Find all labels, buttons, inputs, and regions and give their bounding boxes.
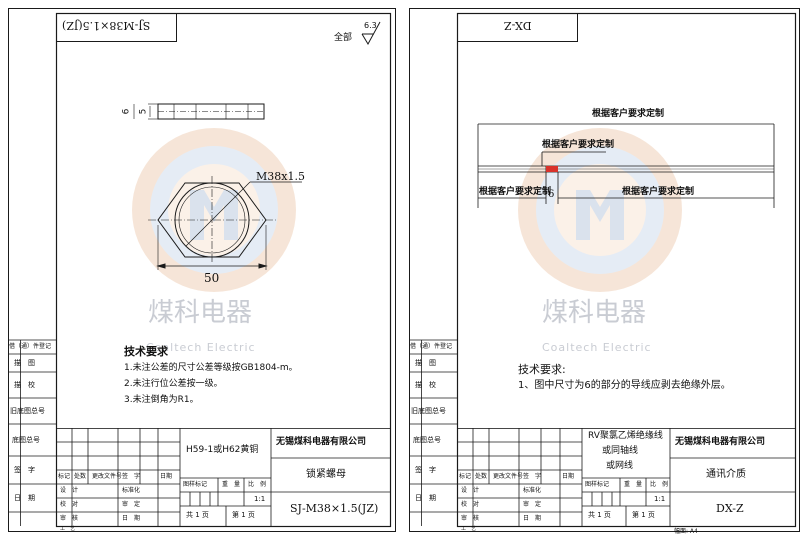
stripped-section-marker bbox=[546, 166, 558, 172]
label-top: 根据客户要求定制 bbox=[592, 109, 665, 119]
role-label: 工 艺 bbox=[461, 526, 477, 532]
side-label: 借（通）件登记 bbox=[410, 343, 453, 350]
role-label: 工 艺 bbox=[60, 526, 76, 532]
code-box-text: SJ-M38×1.5(JZ) bbox=[62, 19, 151, 32]
stage-label: 比 例 bbox=[650, 481, 669, 488]
side-label: 签 字 bbox=[415, 466, 436, 474]
scale-value: 1:1 bbox=[654, 495, 666, 503]
drawing-sheet-left: SJ-M38×1.5(JZ) 全部 6.3 6 5 M38x1.5 50 煤科电… bbox=[0, 0, 400, 540]
left-sheet-linework bbox=[8, 8, 396, 532]
material-line-2: 或同轴线 bbox=[602, 446, 639, 456]
code-box-text: DX-Z bbox=[504, 19, 532, 32]
title-block-grid bbox=[457, 428, 796, 527]
stage-label: 重 量 bbox=[624, 481, 643, 488]
side-column bbox=[8, 339, 56, 526]
side-label: 底图总号 bbox=[12, 436, 40, 444]
dim-width: 50 bbox=[204, 271, 220, 285]
material-line-1: RV聚氯乙烯绝缘线 bbox=[588, 431, 663, 441]
role-label: 校 对 bbox=[60, 501, 79, 508]
std-label: 标准化 bbox=[122, 487, 141, 494]
side-label: 日 期 bbox=[14, 494, 35, 502]
watermark-en: Coaltech Electric bbox=[146, 341, 256, 354]
watermark-en: Coaltech Electric bbox=[542, 341, 652, 354]
company-name: 无锡煤科电器有限公司 bbox=[276, 437, 367, 447]
right-sheet-linework bbox=[409, 8, 800, 532]
stage-label: 比 例 bbox=[248, 481, 267, 488]
drawing-sheet-right: DX-Z 根据客户要求定制 根据客户要求定制 根据客户要求定制 根据客户要求定制… bbox=[406, 0, 806, 540]
paper-format: 幅面: A4 bbox=[674, 528, 698, 535]
note-2: 2.未注行位公差按一级。 bbox=[124, 379, 223, 389]
rev-header: 日期 bbox=[160, 473, 173, 480]
note-1: 1、图中尺寸为6的部分的导线应剥去绝缘外层。 bbox=[518, 380, 731, 391]
material-line-3: 或网线 bbox=[606, 461, 634, 471]
stage-label: 重 量 bbox=[222, 481, 241, 488]
side-label: 描 校 bbox=[14, 381, 35, 389]
side-label: 描 校 bbox=[415, 381, 436, 389]
drawing-number: SJ-M38×1.5(JZ) bbox=[290, 502, 379, 515]
nut-front-view bbox=[148, 176, 302, 270]
std-label: 审 定 bbox=[122, 501, 141, 508]
roughness-prefix: 全部 bbox=[334, 33, 353, 43]
part-name: 锁紧螺母 bbox=[306, 469, 346, 480]
rev-header: 标记 bbox=[58, 473, 71, 480]
rev-header: 日期 bbox=[562, 473, 575, 480]
part-name: 通讯介质 bbox=[706, 469, 746, 480]
stage-label: 图样标记 bbox=[585, 481, 610, 488]
watermark-logo bbox=[132, 128, 296, 292]
rev-header: 更改文件号 bbox=[92, 473, 123, 480]
side-label: 底图总号 bbox=[413, 436, 441, 444]
dim-strip: 6 bbox=[548, 189, 555, 200]
side-column bbox=[409, 339, 457, 526]
drawing-number: DX-Z bbox=[716, 502, 744, 515]
dim-thread: M38x1.5 bbox=[256, 170, 305, 183]
sheet-total: 共 1 页 bbox=[588, 511, 611, 519]
std-label: 审 定 bbox=[523, 501, 542, 508]
role-label: 设 计 bbox=[60, 487, 79, 494]
role-label: 校 对 bbox=[461, 501, 480, 508]
watermark-logo bbox=[518, 128, 682, 292]
notes-title: 技术要求 bbox=[124, 345, 168, 358]
dim-thickness-inner: 5 bbox=[138, 108, 149, 115]
sheet-current: 第 1 页 bbox=[632, 511, 655, 519]
rev-header: 签 字 bbox=[523, 473, 542, 480]
side-label: 签 字 bbox=[14, 466, 35, 474]
scale-value: 1:1 bbox=[254, 495, 266, 503]
dim-thickness: 6 bbox=[121, 108, 132, 115]
role-label: 审 核 bbox=[461, 515, 480, 522]
rev-header: 处数 bbox=[475, 473, 488, 480]
watermark-cn: 煤科电器 bbox=[542, 298, 647, 328]
label-right: 根据客户要求定制 bbox=[622, 187, 695, 197]
title-block-grid bbox=[56, 428, 391, 527]
side-label: 旧底图总号 bbox=[411, 407, 446, 415]
label-middle: 根据客户要求定制 bbox=[542, 140, 615, 150]
rev-header: 签 字 bbox=[122, 473, 141, 480]
side-label: 描 图 bbox=[14, 359, 35, 367]
label-left: 根据客户要求定制 bbox=[479, 187, 552, 197]
cable-drawing bbox=[477, 123, 775, 208]
std-label: 日 期 bbox=[122, 515, 141, 522]
side-label: 描 图 bbox=[415, 359, 436, 367]
std-label: 标准化 bbox=[523, 487, 542, 494]
watermark-cn: 煤科电器 bbox=[148, 298, 253, 328]
material: H59-1或H62黄铜 bbox=[186, 445, 259, 455]
rev-header: 标记 bbox=[459, 473, 472, 480]
roughness-value: 6.3 bbox=[364, 21, 377, 30]
rev-header: 处数 bbox=[74, 473, 87, 480]
side-label: 借（通）件登记 bbox=[9, 343, 52, 350]
note-3: 3.未注倒角为R1。 bbox=[124, 395, 199, 405]
stage-label: 图样标记 bbox=[183, 481, 208, 488]
notes-title: 技术要求: bbox=[518, 363, 566, 376]
sheet-current: 第 1 页 bbox=[232, 511, 255, 519]
sheet-total: 共 1 页 bbox=[186, 511, 209, 519]
side-label: 日 期 bbox=[415, 494, 436, 502]
side-label: 旧底图总号 bbox=[10, 407, 45, 415]
role-label: 设 计 bbox=[461, 487, 480, 494]
nut-side-view bbox=[133, 103, 265, 120]
role-label: 审 核 bbox=[60, 515, 79, 522]
rev-header: 更改文件号 bbox=[493, 473, 524, 480]
note-1: 1.未注公差的尺寸公差等级按GB1804-m。 bbox=[124, 363, 298, 373]
company-name: 无锡煤科电器有限公司 bbox=[675, 437, 766, 447]
std-label: 日 期 bbox=[523, 515, 542, 522]
